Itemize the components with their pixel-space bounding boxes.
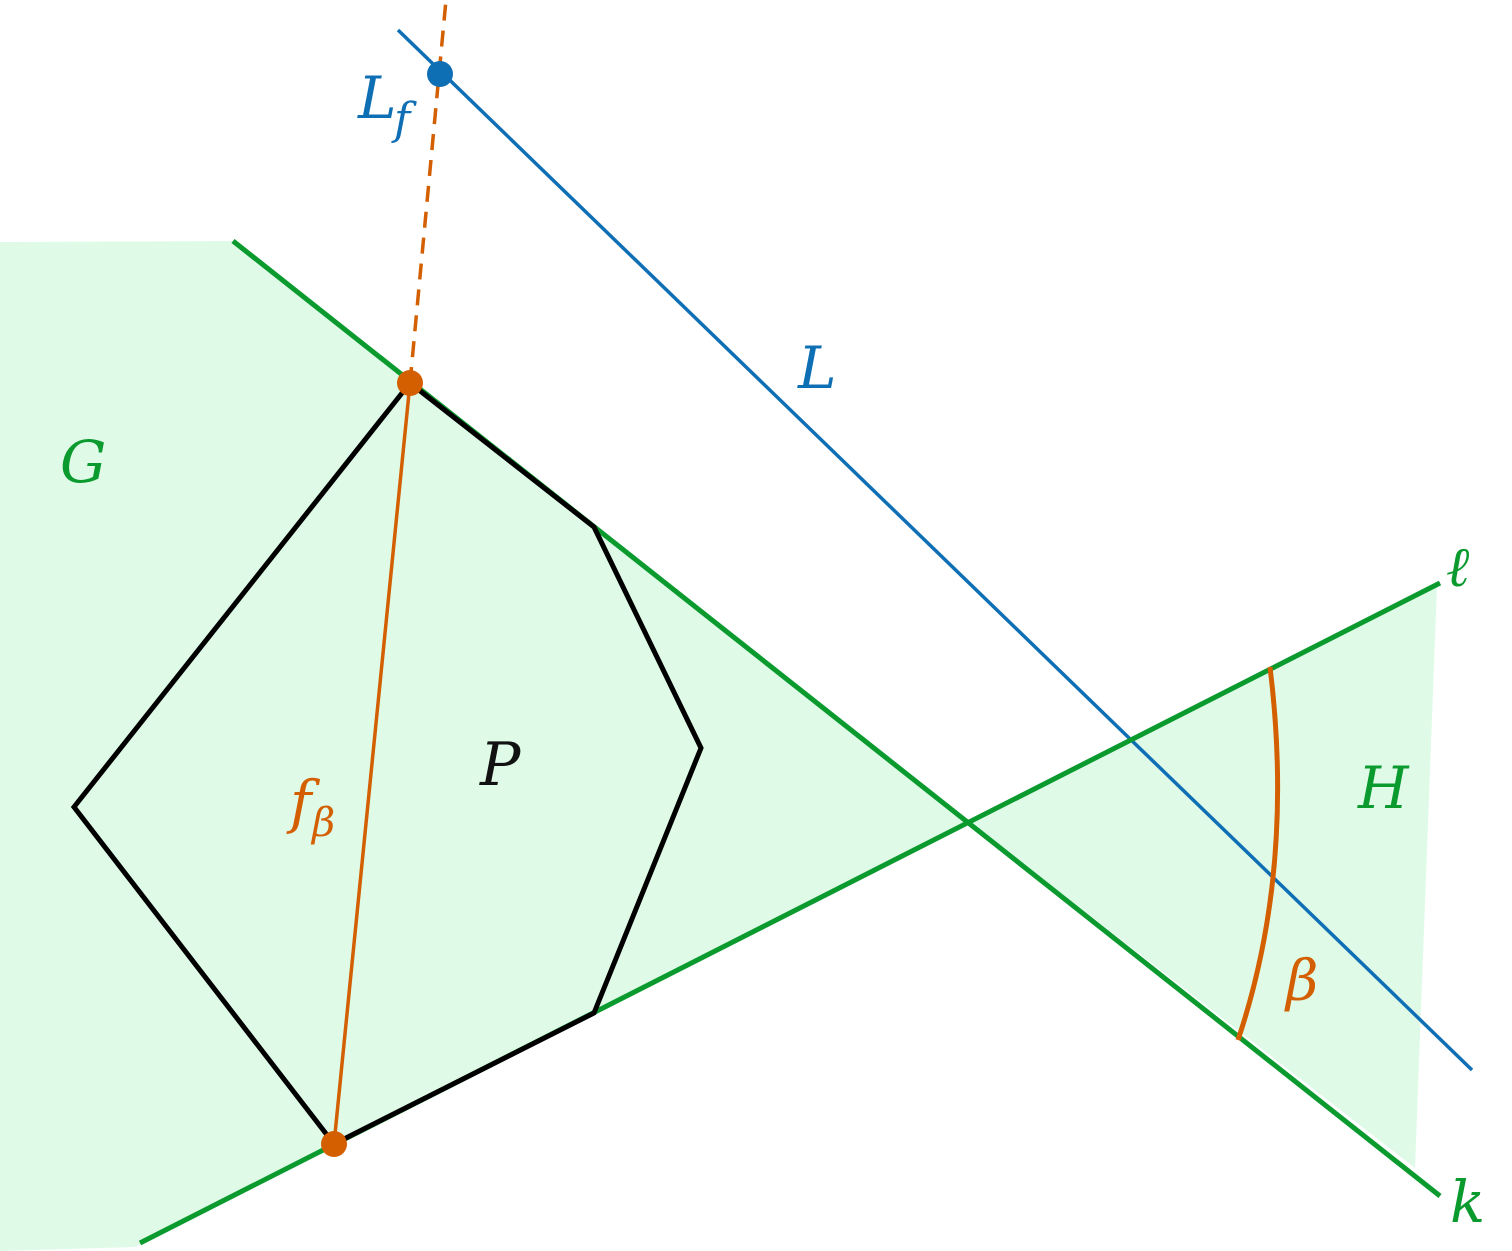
label-lf-main: L xyxy=(357,64,397,132)
point-bottom-vertex xyxy=(321,1131,347,1157)
line-l xyxy=(396,28,1474,1072)
label-beta: β xyxy=(1284,949,1318,1014)
region-h xyxy=(970,586,1437,1168)
label-lf: L f xyxy=(357,64,417,145)
angle-arc-beta xyxy=(1235,666,1281,1041)
line-f-beta xyxy=(332,382,412,1145)
label-h: H xyxy=(1357,754,1410,822)
label-ell: ℓ xyxy=(1446,535,1470,600)
label-k: k xyxy=(1450,1168,1485,1236)
label-l: L xyxy=(797,334,837,402)
label-f-beta-sub: β xyxy=(310,800,335,846)
point-top-vertex xyxy=(397,370,423,396)
label-p: P xyxy=(479,730,522,800)
label-lf-sub: f xyxy=(391,94,417,145)
label-g: G xyxy=(60,428,106,496)
point-lf xyxy=(427,61,453,87)
polygon-p xyxy=(70,379,704,1148)
region-g xyxy=(0,241,970,1251)
